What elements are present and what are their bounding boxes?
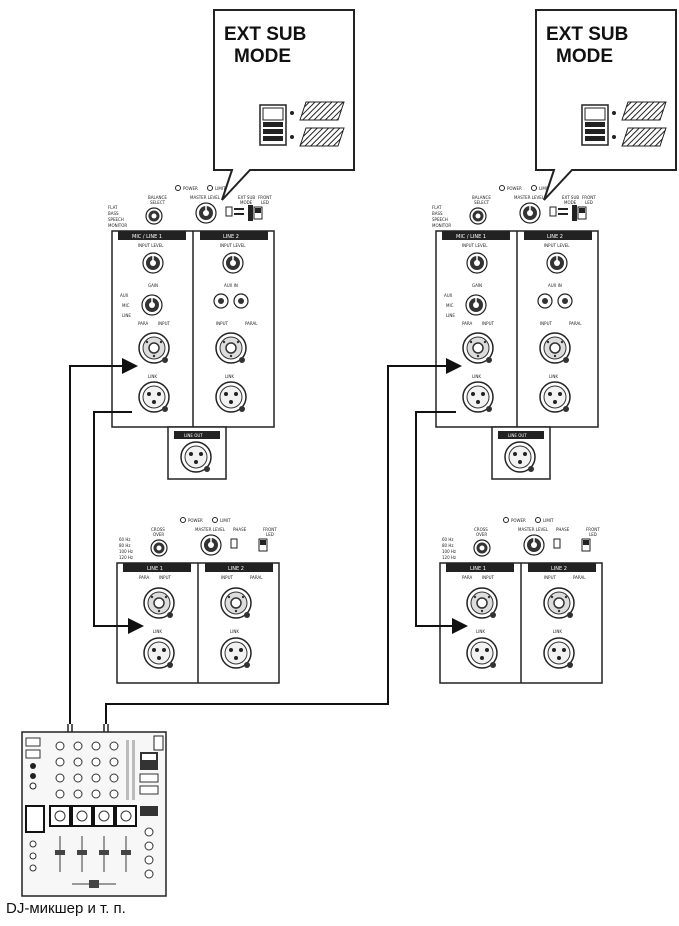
callout-title-line1: EXT SUB bbox=[224, 24, 306, 45]
bottom-speaker-panel-left bbox=[117, 518, 279, 684]
top-speaker-panel-right bbox=[432, 186, 598, 480]
callout-ext-sub-mode-right: EXT SUB MODE bbox=[535, 9, 677, 201]
callout-title-line2: MODE bbox=[556, 46, 613, 67]
bottom-speaker-panel-right bbox=[440, 518, 602, 684]
cable-right-link-to-bottom bbox=[415, 411, 468, 634]
cable-mixer-to-left-top bbox=[69, 358, 138, 724]
top-speaker-panel-left bbox=[108, 186, 274, 480]
cable-left-link-to-bottom bbox=[93, 411, 144, 634]
dj-mixer bbox=[21, 724, 167, 897]
cable-mixer-to-right-top bbox=[105, 358, 462, 724]
callout-title-line2: MODE bbox=[234, 46, 291, 67]
callout-title-line1: EXT SUB bbox=[546, 24, 628, 45]
mixer-caption: DJ-микшер и т. п. bbox=[6, 900, 126, 917]
callout-ext-sub-mode-left: EXT SUB MODE bbox=[213, 9, 355, 201]
